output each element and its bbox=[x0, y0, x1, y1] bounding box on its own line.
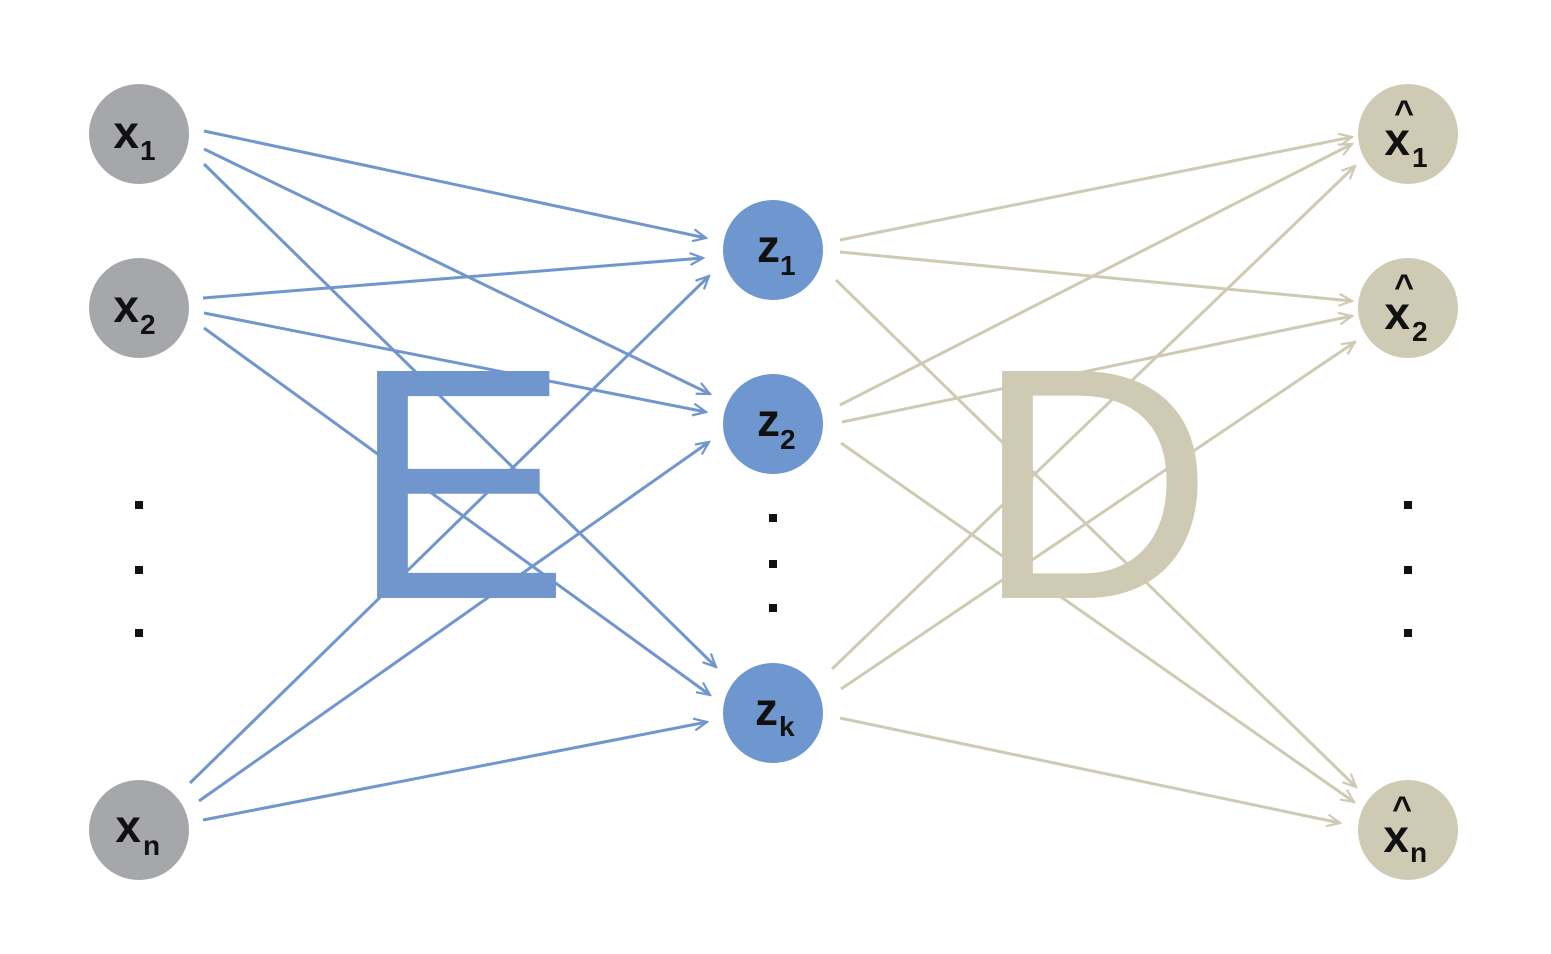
latent-node-label: z bbox=[755, 683, 778, 735]
latent-node-label: z bbox=[757, 220, 780, 272]
input-node-subscript: 1 bbox=[140, 135, 156, 166]
input-layer: x 1 x 2 x n bbox=[89, 84, 189, 880]
input-node-subscript: n bbox=[143, 830, 160, 861]
output-node-xhatn: ^ x n bbox=[1358, 780, 1458, 880]
edge-zk-xhatn bbox=[839, 716, 1340, 823]
edge-z1-xhat1 bbox=[839, 137, 1352, 242]
hat-accent: ^ bbox=[1392, 790, 1412, 828]
encoder-connections bbox=[188, 129, 716, 822]
input-node-label: x bbox=[113, 106, 139, 158]
output-node-subscript: 1 bbox=[1412, 142, 1428, 173]
latent-node-subscript: 1 bbox=[780, 250, 796, 281]
edge-x1-z1 bbox=[203, 129, 706, 238]
edge-zk-xhat2 bbox=[840, 342, 1355, 691]
output-node-subscript: 2 bbox=[1412, 316, 1428, 347]
latent-node-label: z bbox=[757, 394, 780, 446]
edge-xn-zk bbox=[202, 722, 707, 822]
output-node-label: x bbox=[1384, 113, 1410, 165]
input-node-x1: x 1 bbox=[89, 84, 189, 184]
edge-z2-xhat2 bbox=[841, 316, 1352, 424]
encoder-letter: E bbox=[350, 299, 570, 668]
edge-z1-xhat2 bbox=[839, 250, 1352, 301]
input-node-x2: x 2 bbox=[89, 258, 189, 358]
input-node-xn: x n bbox=[89, 780, 189, 880]
edge-zk-xhat1 bbox=[830, 166, 1355, 671]
edge-x2-z1 bbox=[202, 258, 703, 300]
edge-x2-z2 bbox=[203, 311, 706, 412]
vertical-ellipsis-icon bbox=[1404, 501, 1412, 637]
edge-xn-z2 bbox=[198, 442, 709, 803]
latent-node-subscript: 2 bbox=[780, 424, 796, 455]
edge-z2-xhatn bbox=[840, 441, 1354, 802]
vertical-ellipsis-icon bbox=[135, 501, 143, 637]
output-layer: ^ x 1 ^ x 2 ^ x n bbox=[1358, 84, 1458, 880]
output-node-subscript: n bbox=[1410, 837, 1427, 868]
input-node-subscript: 2 bbox=[140, 309, 156, 340]
input-node-label: x bbox=[115, 800, 141, 852]
vertical-ellipsis-icon bbox=[769, 514, 777, 612]
edge-x2-zk bbox=[203, 326, 710, 695]
hat-accent: ^ bbox=[1394, 94, 1414, 132]
latent-layer: z 1 z 2 z k bbox=[723, 200, 823, 763]
latent-node-z2: z 2 bbox=[723, 374, 823, 474]
edge-x1-z2 bbox=[203, 147, 710, 396]
edge-x1-zk bbox=[202, 162, 716, 667]
hat-accent: ^ bbox=[1394, 268, 1414, 306]
latent-node-z1: z 1 bbox=[723, 200, 823, 300]
decoder-letter: D bbox=[975, 299, 1213, 668]
edge-xn-z1 bbox=[188, 276, 709, 785]
latent-node-subscript: k bbox=[779, 711, 795, 742]
output-node-label: x bbox=[1384, 287, 1410, 339]
latent-node-zk: z k bbox=[723, 663, 823, 763]
output-node-label: x bbox=[1383, 810, 1409, 862]
output-node-xhat2: ^ x 2 bbox=[1358, 258, 1458, 358]
output-node-xhat1: ^ x 1 bbox=[1358, 84, 1458, 184]
edge-z2-xhat1 bbox=[839, 142, 1352, 407]
decoder-connections bbox=[830, 137, 1356, 823]
input-node-label: x bbox=[113, 280, 139, 332]
